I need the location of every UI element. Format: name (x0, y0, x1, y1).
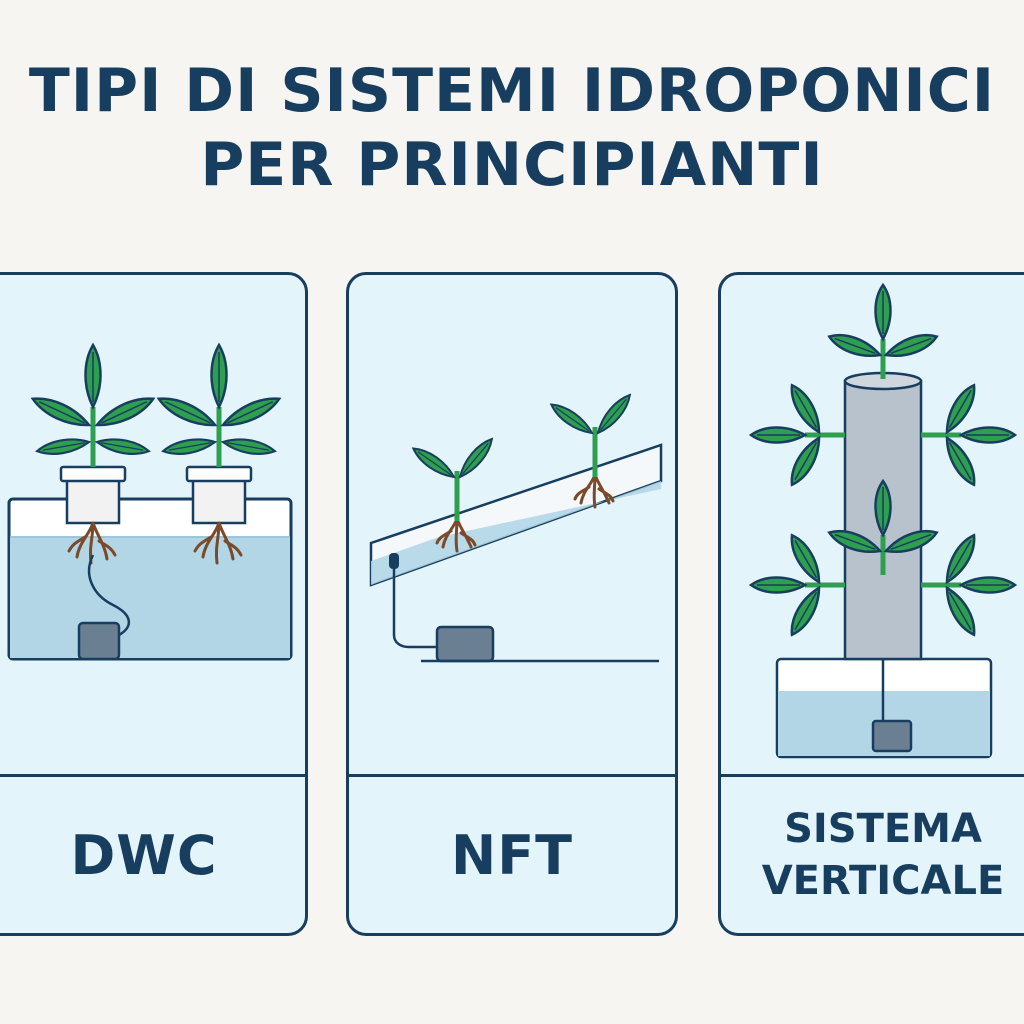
page-title: TIPI DI SISTEMI IDROPONICI PER PRINCIPIA… (0, 54, 1024, 202)
vertical-label-line-2: VERTICALE (761, 858, 1005, 904)
vertical-label-area: SISTEMA VERTICALE (721, 774, 1024, 933)
vertical-illustration (721, 275, 1024, 759)
card-dwc: DWC (0, 272, 308, 936)
title-line-2: PER PRINCIPIANTI (200, 130, 824, 200)
dwc-illustration (7, 275, 293, 661)
nft-illustration (369, 275, 663, 663)
title-line-1: TIPI DI SISTEMI IDROPONICI (28, 56, 996, 126)
dwc-label: DWC (70, 823, 218, 887)
dwc-label-area: DWC (0, 774, 305, 933)
card-nft: NFT (346, 272, 678, 936)
nft-label: NFT (451, 823, 573, 887)
card-vertical: SISTEMA VERTICALE (718, 272, 1024, 936)
vertical-label-line-1: SISTEMA (784, 806, 982, 852)
nft-label-area: NFT (349, 774, 675, 933)
